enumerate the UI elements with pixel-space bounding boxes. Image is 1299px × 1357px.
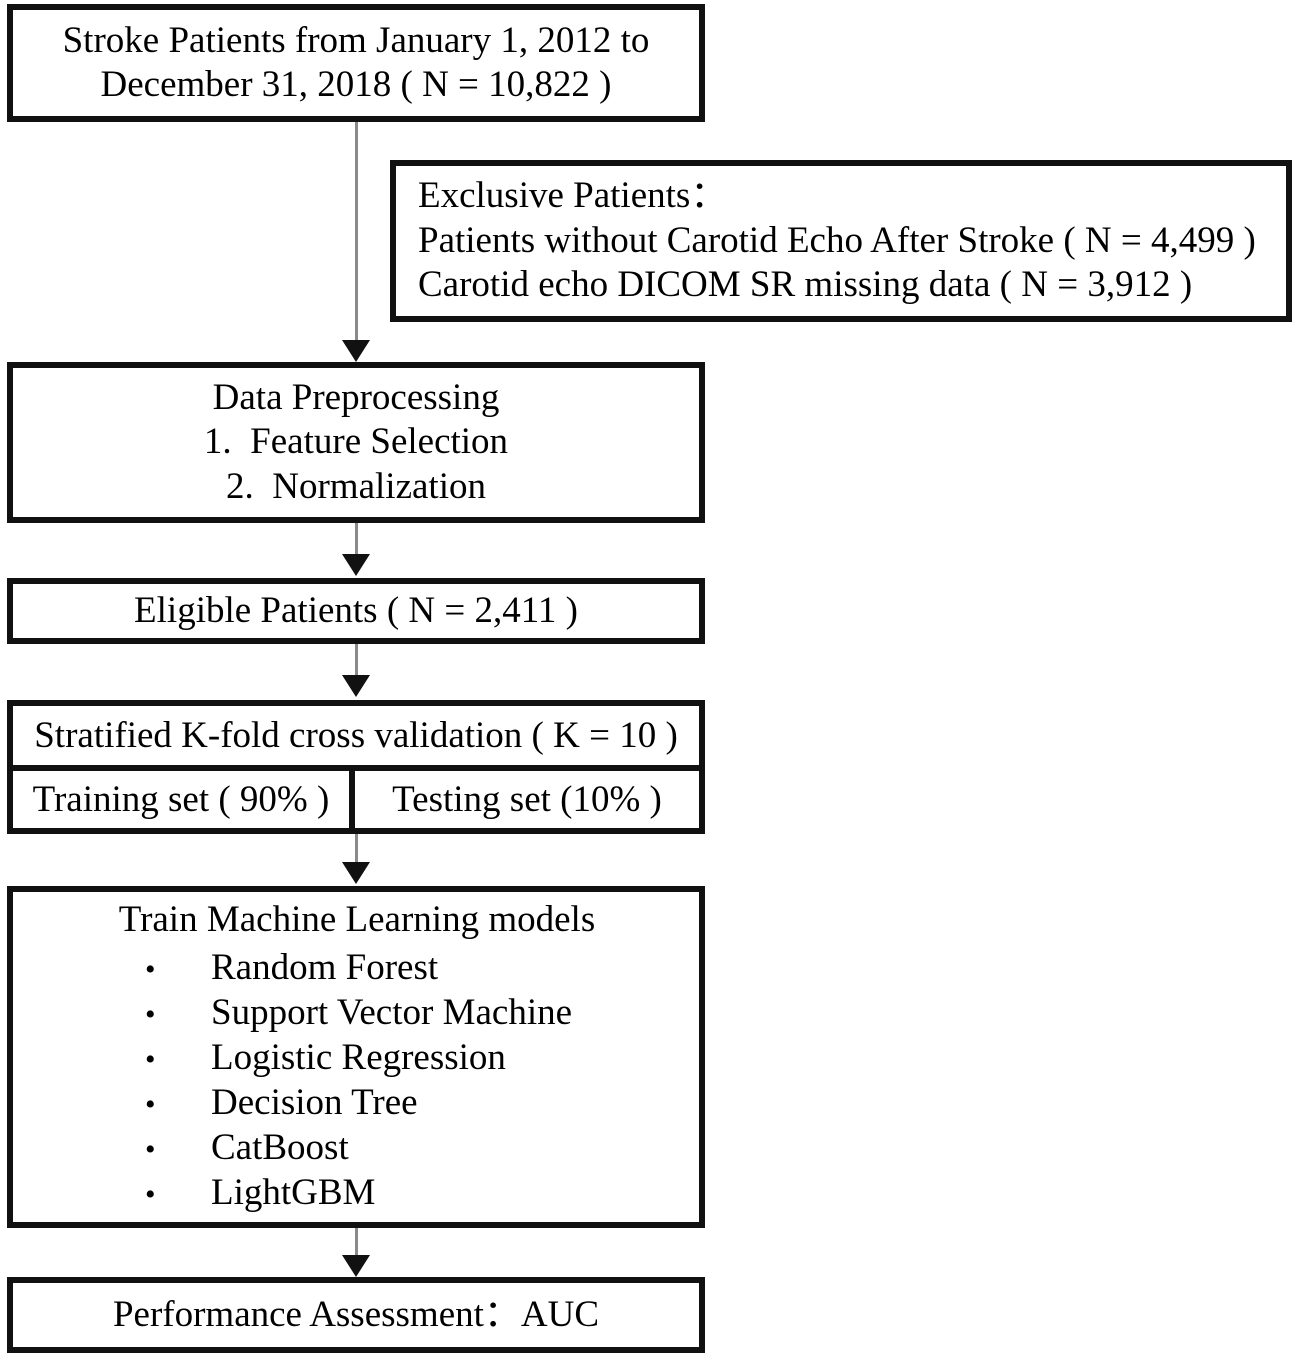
list-item: • LightGBM (13, 1170, 699, 1215)
arrowhead-preprocessing-to-eligible (342, 554, 370, 576)
list-item: • CatBoost (13, 1125, 699, 1170)
cohort-line-1: Stroke Patients from January 1, 2012 to (62, 19, 650, 61)
kfold-split-row: Training set ( 90% ) Testing set (10% ) (13, 771, 699, 828)
node-eligible-patients: Eligible Patients ( N = 2,411 ) (7, 578, 705, 644)
bullet-icon: • (145, 1178, 156, 1212)
connector-ml-models-to-performance (355, 1228, 358, 1262)
ml-model-label: CatBoost (211, 1127, 349, 1169)
kfold-testing-set-cell: Testing set (10% ) (392, 779, 662, 820)
ml-models-list: • Random Forest • Support Vector Machine… (13, 945, 699, 1216)
bullet-icon: • (145, 1088, 156, 1122)
kfold-header: Stratified K-fold cross validation ( K =… (13, 706, 699, 771)
bullet-icon: • (145, 952, 156, 986)
node-stratified-kfold: Stratified K-fold cross validation ( K =… (7, 700, 705, 834)
ml-models-header: Train Machine Learning models (118, 899, 596, 941)
node-data-preprocessing: Data Preprocessing 1. Feature Selection … (7, 362, 705, 523)
ml-model-label: Decision Tree (211, 1082, 418, 1124)
exclusions-line-2: Patients without Carotid Echo After Stro… (418, 219, 1256, 261)
ml-model-label: Logistic Regression (211, 1037, 506, 1079)
arrowhead-cohort-to-preprocessing (342, 340, 370, 362)
list-item: • Decision Tree (13, 1080, 699, 1125)
arrowhead-eligible-to-kfold (342, 675, 370, 697)
preprocess-line-3: 2. Normalization (226, 465, 486, 507)
connector-eligible-to-kfold (355, 644, 358, 678)
bullet-icon: • (145, 1043, 156, 1077)
list-item: • Support Vector Machine (13, 990, 699, 1035)
eligible-line-1: Eligible Patients ( N = 2,411 ) (134, 589, 578, 631)
exclusions-line-1: Exclusive Patients： (418, 175, 728, 217)
preprocess-line-1: Data Preprocessing (212, 376, 500, 418)
list-item: • Random Forest (13, 945, 699, 990)
bullet-icon: • (145, 1133, 156, 1167)
connector-kfold-to-ml-models (355, 834, 358, 868)
ml-model-label: Support Vector Machine (211, 991, 573, 1033)
performance-line-1: Performance Assessment：AUC (112, 1293, 600, 1335)
arrowhead-ml-models-to-performance (342, 1255, 370, 1277)
exclusions-line-3: Carotid echo DICOM SR missing data ( N =… (418, 264, 1193, 306)
node-stroke-patients-cohort: Stroke Patients from January 1, 2012 to … (7, 4, 705, 122)
connector-cohort-to-preprocessing (355, 122, 358, 344)
list-item: • Logistic Regression (13, 1035, 699, 1080)
node-exclusive-patients: Exclusive Patients： Patients without Car… (390, 160, 1292, 322)
connector-preprocessing-to-eligible (355, 523, 358, 557)
kfold-training-set-cell: Training set ( 90% ) (13, 771, 355, 828)
bullet-icon: • (145, 997, 156, 1031)
cohort-line-2: December 31, 2018 ( N = 10,822 ) (100, 64, 612, 105)
ml-model-label: LightGBM (211, 1172, 376, 1214)
preprocess-line-2: 1. Feature Selection (203, 421, 509, 463)
ml-model-label: Random Forest (211, 946, 439, 988)
arrowhead-kfold-to-ml-models (342, 862, 370, 884)
node-performance-assessment: Performance Assessment：AUC (7, 1277, 705, 1353)
node-train-ml-models: Train Machine Learning models • Random F… (7, 886, 705, 1228)
